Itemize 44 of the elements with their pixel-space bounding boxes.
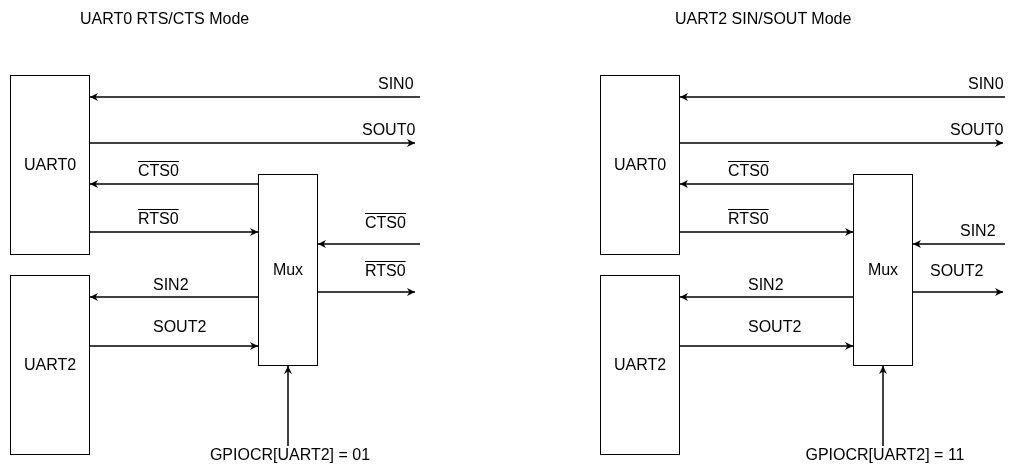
signal-arrow: [284, 365, 292, 447]
signal-arrow: [89, 139, 416, 147]
signal-label: CTS0: [728, 162, 769, 180]
signal-label: SOUT2: [153, 318, 207, 336]
signal-arrow: [679, 228, 854, 236]
signal-label: RTS0: [365, 262, 406, 280]
signal-arrow: [317, 288, 416, 296]
signal-label: SOUT2: [930, 262, 984, 280]
signal-label: RTS0: [728, 210, 769, 228]
mux-block: Mux: [853, 174, 913, 366]
signal-label: SIN2: [748, 276, 784, 294]
mode-heading: UART2 SIN/SOUT Mode: [675, 10, 852, 28]
signal-label: SOUT0: [950, 121, 1004, 139]
signal-arrow: [679, 93, 1006, 101]
uart-block: UART0: [10, 75, 90, 255]
signal-arrow: [89, 342, 259, 350]
signal-arrow: [679, 180, 854, 188]
uart-block: UART0: [600, 75, 680, 255]
signal-arrow: [912, 288, 1004, 296]
signal-arrow: [679, 342, 854, 350]
signal-label: SIN0: [378, 75, 414, 93]
signal-arrow: [679, 139, 1004, 147]
uart-block: UART2: [10, 275, 90, 455]
mux-block: Mux: [258, 174, 318, 366]
signal-arrow: [912, 240, 1006, 248]
signal-arrow: [879, 365, 887, 447]
signal-label: RTS0: [138, 210, 179, 228]
signal-arrow: [89, 93, 421, 101]
register-setting-text: GPIOCR[UART2] = 01: [195, 446, 385, 468]
signal-label: SIN2: [153, 276, 189, 294]
signal-label: CTS0: [365, 214, 406, 232]
mode-heading: UART0 RTS/CTS Mode: [80, 10, 250, 28]
signal-label: SOUT0: [362, 121, 416, 139]
signal-label: SIN2: [960, 222, 996, 240]
signal-label: CTS0: [138, 162, 179, 180]
signal-arrow: [89, 180, 259, 188]
uart-block: UART2: [600, 275, 680, 455]
register-setting-text: GPIOCR[UART2] = 11: [790, 446, 980, 468]
signal-label: SOUT2: [748, 318, 802, 336]
signal-label: SIN0: [968, 75, 1004, 93]
signal-arrow: [679, 293, 854, 301]
signal-arrow: [89, 293, 259, 301]
signal-arrow: [89, 228, 259, 236]
signal-arrow: [317, 240, 421, 248]
